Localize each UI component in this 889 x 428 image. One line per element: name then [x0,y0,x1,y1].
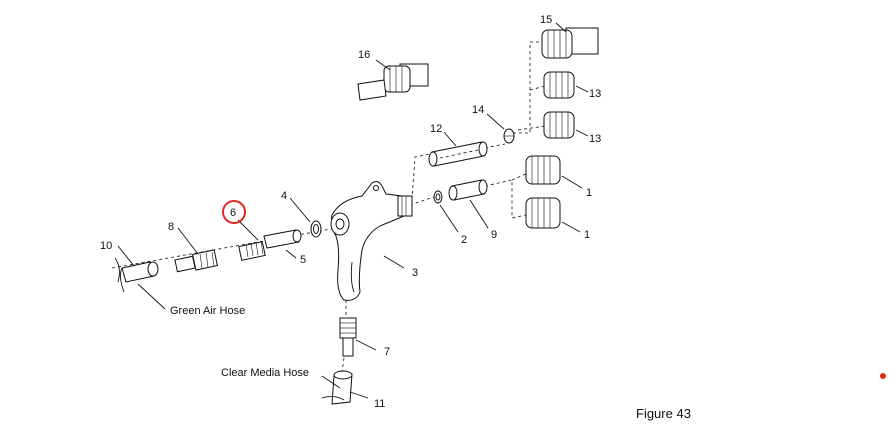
part-12-nozzle-long [428,141,488,167]
part-11-clear-media-hose [321,370,353,405]
part-2-o-ring [433,190,443,204]
label-green-air-hose: Green Air Hose [170,305,245,317]
callout-8: 8 [168,221,174,233]
part-15-nut-extended [541,27,599,59]
callout-16: 16 [358,49,370,61]
callout-1-lower: 1 [584,229,590,241]
part-6-air-jet [238,240,266,261]
part-16-adapter [357,63,429,101]
callout-13-lower: 13 [589,133,601,145]
callout-5: 5 [300,254,306,266]
callout-11: 11 [374,398,385,410]
part-7-media-fitting [339,317,357,357]
part-4-o-ring [310,220,322,238]
part-10-green-air-hose [114,257,159,293]
part-3-gun-body [330,181,413,301]
callout-10: 10 [100,240,112,252]
part-1-nut-upper [525,155,561,185]
part-5-jet-sleeve [263,229,302,249]
callout-6: 6 [230,207,236,219]
callout-14: 14 [472,104,484,116]
figure-caption: Figure 43 [636,406,691,421]
callout-7: 7 [384,346,390,358]
part-13-nut-upper [543,71,575,99]
red-dot-marker [880,373,886,379]
callout-15: 15 [540,14,552,26]
callout-12: 12 [430,123,442,135]
callout-13-upper: 13 [589,88,601,100]
part-13-nut-lower [543,111,575,139]
callout-2: 2 [461,234,467,246]
callout-3: 3 [412,267,418,279]
callout-9: 9 [491,229,497,241]
part-14-retainer [503,128,515,144]
highlight-circle [222,200,246,224]
callout-4: 4 [281,190,287,202]
part-8-air-fitting [174,249,219,273]
part-9-nozzle-short [448,179,488,201]
label-clear-media-hose: Clear Media Hose [221,367,309,379]
callout-1-upper: 1 [586,187,592,199]
part-1-nut-lower [525,197,561,229]
leader-lines [117,22,589,399]
assembly-lines [111,41,546,373]
